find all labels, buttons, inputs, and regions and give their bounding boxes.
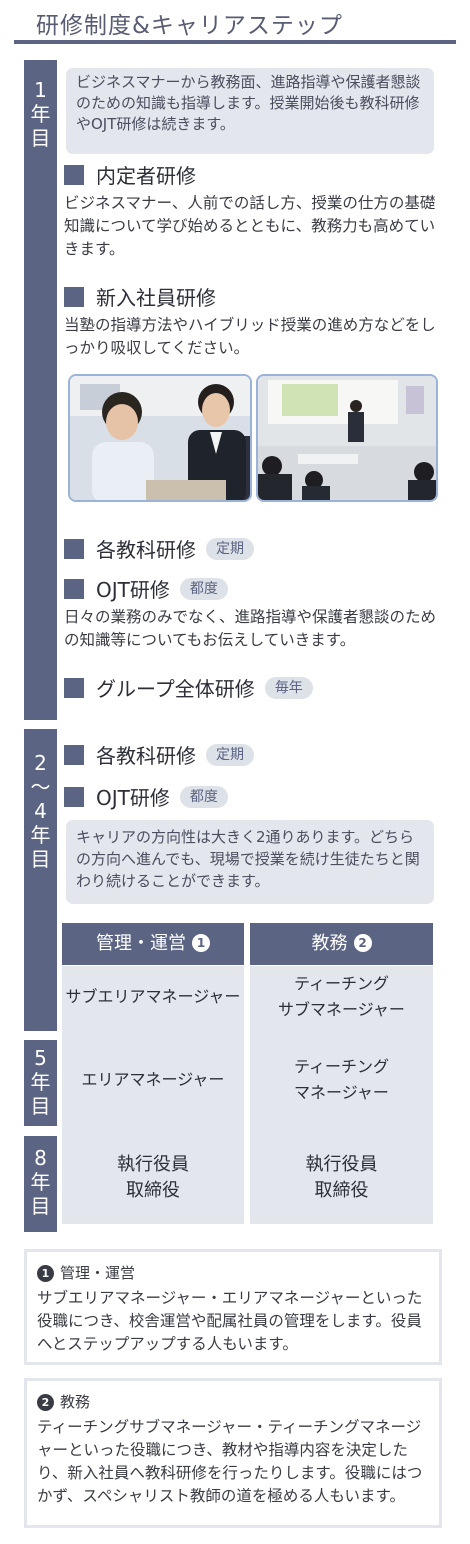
career-cell-executive-academic: 執行役員 取締役 [250,1132,433,1224]
heading-square [64,677,84,698]
year-8-bar: 8 年 目 [24,1136,57,1232]
year-5-label: 5 年 目 [30,1046,51,1118]
section-text-ojt: 日々の業務のみでなく、進路指導や保護者懇談のための知識等についてもお伝えしていき… [64,608,437,649]
heading-square [64,538,84,559]
career-cell-teaching-sub-manager: ティーチング サブマネージャー [250,966,433,1028]
career-direction-note: キャリアの方向性は大きく2通りあります。どちらの方向へ進んでも、現場で授業を続け… [66,820,434,904]
year-8-label: 8 年 目 [30,1146,51,1218]
frequency-badge: 定期 [206,743,254,766]
section-text-shinnyu: 当塾の指導方法やハイブリッド授業の進め方などをしっかり吸収してください。 [64,316,436,357]
frequency-badge: 都度 [179,577,228,600]
year-1-note: ビジネスマナーから教務面、進路指導や保護者懇談のための知識も指導します。授業開始… [66,68,434,154]
section-text-naitei: ビジネスマナー、人前での話し方、授業の仕方の基礎知識について学び始めるとともに、… [64,194,436,258]
heading-square [64,578,84,599]
frequency-badge: 定期 [206,537,254,560]
section-heading-ojt-2: OJT研修 都度 [64,782,228,811]
number-badge-2: 2 [37,1394,54,1411]
number-badge-1: 1 [37,1265,54,1282]
heading-square [64,286,84,307]
year-1-label: 1 年 目 [30,78,51,150]
year-1-bar: 1 年 目 [24,60,57,720]
page-title: 研修制度&キャリアステップ [36,13,343,39]
section-heading-group: グループ全体研修 毎年 [64,673,313,702]
section-heading-kyoka-2: 各教科研修 定期 [64,740,254,769]
explanation-text: ティーチングサブマネージャー・ティーチングマネージャーといった役職につき、教材や… [37,1418,423,1505]
section-heading-kyoka: 各教科研修 定期 [64,534,254,563]
year-2-4-label: 2 〜 4 年 目 [30,751,51,871]
year-5-bar: 5 年 目 [24,1040,57,1126]
section-heading-shinnyu: 新入社員研修 [64,282,216,311]
frequency-badge: 都度 [179,785,228,808]
year-2-4-bar: 2 〜 4 年 目 [24,729,57,1031]
career-cell-teaching-manager: ティーチング マネージャー [250,1028,433,1132]
frequency-badge: 毎年 [264,676,313,699]
training-photo-left [68,374,252,502]
heading-square [64,786,84,807]
number-circle-1: 1 [192,934,210,952]
career-cell-sub-area-manager: サブエリアマネージャー [62,966,244,1028]
career-cell-area-manager: エリアマネージャー [62,1028,244,1132]
title-underline [14,40,456,44]
number-circle-2: 2 [353,934,372,952]
section-heading-ojt: OJT研修 都度 [64,574,228,603]
training-photo-right [256,374,438,502]
explanation-text: サブエリアマネージャー・エリアマネージャーといった役職につき、校舎運営や配属社員… [37,1289,423,1353]
section-heading-naitei: 内定者研修 [64,160,196,189]
heading-square [64,744,84,765]
career-cell-executive-management: 執行役員 取締役 [62,1132,244,1224]
heading-square [64,164,84,185]
